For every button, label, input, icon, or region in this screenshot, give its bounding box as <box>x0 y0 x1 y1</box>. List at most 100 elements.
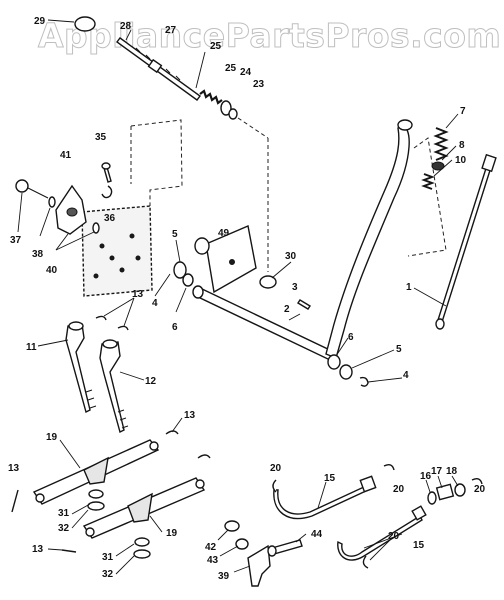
bolt-3 <box>297 299 311 310</box>
callout-5: 5 <box>172 229 178 240</box>
block-17 <box>435 483 455 501</box>
callout-17: 17 <box>431 466 443 477</box>
callout-49: 49 <box>218 228 230 239</box>
callout-6: 6 <box>348 332 354 343</box>
callout-labels: 29 28 27 25 25 24 23 7 8 10 35 41 36 37 … <box>8 16 486 582</box>
callout-4: 4 <box>152 298 158 309</box>
callout-4: 4 <box>403 370 409 381</box>
bushing-6 <box>182 273 194 287</box>
lift-lever <box>325 125 410 359</box>
washer-16 <box>427 491 437 505</box>
rod-15b <box>337 515 423 561</box>
callout-11: 11 <box>26 342 37 353</box>
washer-43 <box>235 538 249 550</box>
callout-12: 12 <box>145 376 157 387</box>
collar-30 <box>259 275 277 289</box>
lift-handle <box>325 119 447 387</box>
callout-10: 10 <box>455 155 467 166</box>
callout-29: 29 <box>34 16 46 27</box>
knob-29 <box>74 16 96 32</box>
pin-13d <box>61 549 77 553</box>
callout-6: 6 <box>172 322 178 333</box>
spring-7 <box>433 127 449 161</box>
callout-30: 30 <box>285 251 297 262</box>
callout-36: 36 <box>104 213 116 224</box>
bushing-31a <box>88 489 104 499</box>
clip-13b <box>165 430 211 459</box>
callout-7: 7 <box>460 106 466 117</box>
callout-24: 24 <box>240 67 252 78</box>
callout-23: 23 <box>253 79 265 90</box>
callout-8: 8 <box>459 140 465 151</box>
clip-13a <box>95 315 129 331</box>
callout-13: 13 <box>32 544 44 555</box>
washer-49 <box>194 237 210 255</box>
lower-hardware <box>217 520 307 587</box>
lift-link-12 <box>99 341 125 434</box>
callout-31: 31 <box>102 552 114 563</box>
callout-28: 28 <box>120 21 132 32</box>
spring-25 <box>199 89 223 105</box>
callout-41: 41 <box>60 150 72 161</box>
lift-link-11 <box>65 323 91 414</box>
washer-38 <box>48 196 56 208</box>
washer-24 <box>220 100 232 116</box>
callout-19: 19 <box>46 432 58 443</box>
callout-44: 44 <box>311 529 323 540</box>
callout-20: 20 <box>388 531 400 542</box>
clip-20b <box>383 463 395 471</box>
adjustment-rod-assembly <box>47 16 269 272</box>
callout-32: 32 <box>102 569 114 580</box>
knob-37 <box>15 179 29 193</box>
nut-42 <box>224 520 240 532</box>
watermark: AppliancePartsPros.com <box>37 16 502 56</box>
callout-15: 15 <box>413 540 425 551</box>
callout-13: 13 <box>132 289 144 300</box>
callout-20: 20 <box>270 463 282 474</box>
callout-37: 37 <box>10 235 22 246</box>
clip-4b <box>359 376 369 387</box>
washer-32b <box>133 549 151 559</box>
rod-15a <box>273 485 369 520</box>
callout-19: 19 <box>166 528 178 539</box>
nut-23 <box>228 108 238 120</box>
callout-39: 39 <box>218 571 230 582</box>
collar-27 <box>147 58 163 74</box>
bushing-6b <box>327 354 341 370</box>
callout-3: 3 <box>292 282 298 293</box>
lift-arms <box>11 417 211 575</box>
callout-16: 16 <box>420 471 432 482</box>
callout-13: 13 <box>8 463 20 474</box>
callout-35: 35 <box>95 132 107 143</box>
clip-36 <box>101 185 113 199</box>
clip-20a <box>272 479 277 493</box>
callout-20: 20 <box>474 484 486 495</box>
bracket-39 <box>247 544 271 587</box>
callout-40: 40 <box>46 265 58 276</box>
washer-40 <box>92 222 100 234</box>
frame-panel <box>81 119 183 297</box>
callout-13: 13 <box>184 410 196 421</box>
rod-1-group <box>413 153 497 330</box>
callout-5: 5 <box>396 344 402 355</box>
spacer-8 <box>431 161 445 171</box>
pin-13c <box>11 489 19 513</box>
callout-32: 32 <box>58 523 70 534</box>
callout-2: 2 <box>284 304 290 315</box>
spring-stack <box>421 113 459 190</box>
callout-18: 18 <box>446 466 458 477</box>
callout-15: 15 <box>324 473 336 484</box>
nut-18 <box>454 483 466 497</box>
callout-25: 25 <box>225 63 237 74</box>
callout-27: 27 <box>165 25 177 36</box>
rod-1 <box>437 161 493 323</box>
callout-38: 38 <box>32 249 44 260</box>
callout-42: 42 <box>205 542 217 553</box>
bracket-assembly <box>15 162 113 251</box>
callout-43: 43 <box>207 555 219 566</box>
callout-20: 20 <box>393 484 405 495</box>
shaft-2 <box>195 287 335 361</box>
washer-32a <box>87 501 105 511</box>
